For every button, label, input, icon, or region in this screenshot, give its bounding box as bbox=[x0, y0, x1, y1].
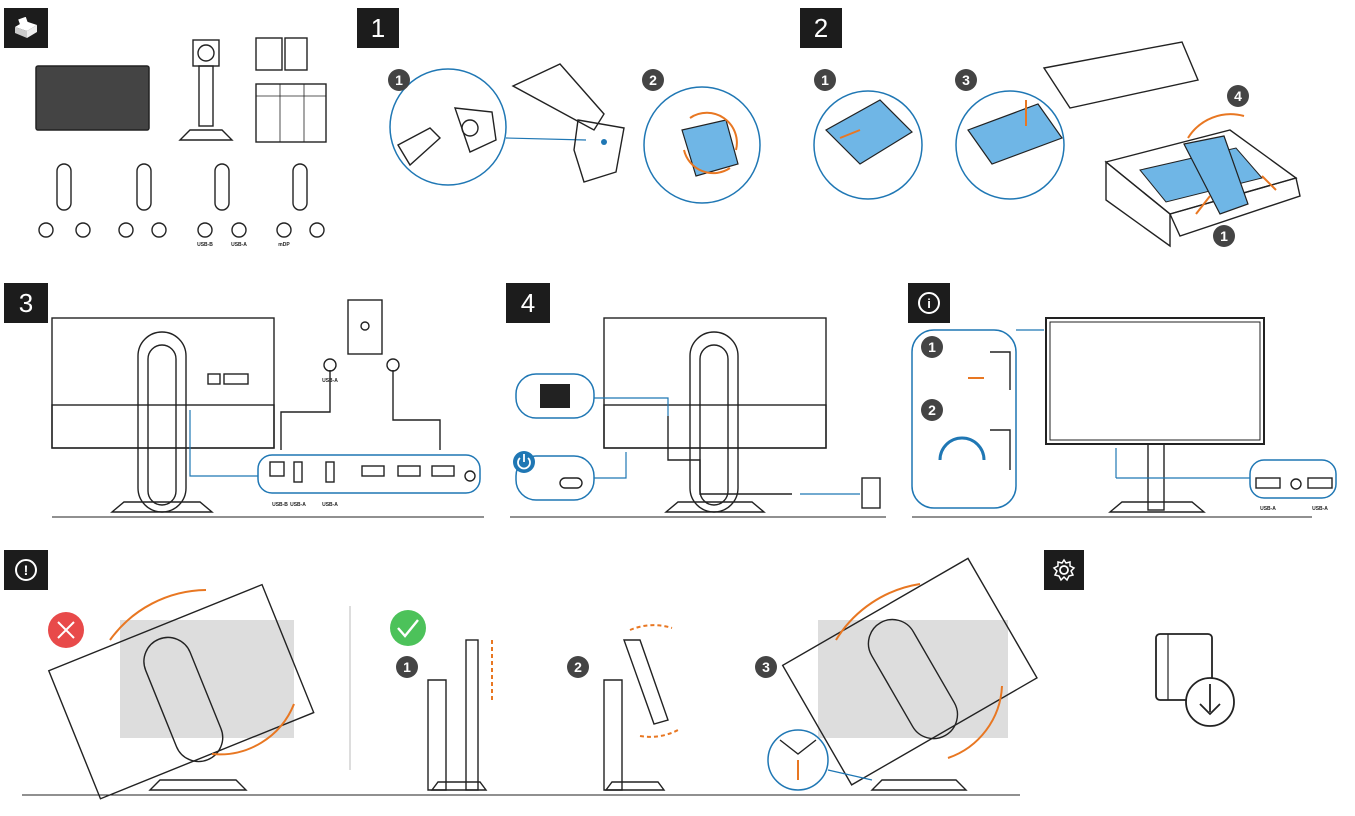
svg-text:2: 2 bbox=[574, 659, 582, 675]
callout-4b: 4 bbox=[1227, 85, 1249, 107]
step-4-badge: 4 bbox=[506, 283, 550, 323]
svg-text:4: 4 bbox=[1234, 88, 1242, 104]
info-badge: i bbox=[908, 283, 950, 323]
port-usb-a2-label: USB-A bbox=[322, 502, 338, 508]
mdp-cable-illustration: mDP bbox=[276, 163, 325, 248]
cable-mdp-label: mDP bbox=[278, 242, 290, 248]
right-usb-a1-label: USB-A bbox=[1260, 506, 1276, 512]
step-1-badge: 1 bbox=[357, 8, 399, 48]
step-2-panel bbox=[813, 41, 1301, 248]
cable-usb-b-label: USB-B bbox=[197, 242, 213, 248]
callout-3b: 3 bbox=[955, 69, 977, 91]
callout-2d: 2 bbox=[567, 656, 589, 678]
callout-3d: 3 bbox=[755, 656, 777, 678]
step-1-panel bbox=[389, 63, 761, 204]
step-3-badge: 3 bbox=[4, 283, 48, 323]
check-icon bbox=[390, 610, 426, 646]
stand-illustration bbox=[178, 39, 234, 141]
step-2-badge: 2 bbox=[800, 8, 842, 48]
callout-1d: 1 bbox=[396, 656, 418, 678]
callout-2a: 2 bbox=[642, 69, 664, 91]
svg-text:1: 1 bbox=[395, 72, 403, 88]
gear-icon bbox=[1052, 558, 1076, 582]
port-usb-b-label: USB-B bbox=[272, 502, 288, 508]
port-usb-a-label: USB-A bbox=[290, 502, 306, 508]
svg-text:1: 1 bbox=[928, 339, 936, 355]
step-3-panel: USB-A USB-B USB-A USB-A bbox=[51, 299, 484, 518]
box-contents-badge bbox=[4, 8, 48, 48]
documents-illustration bbox=[255, 37, 327, 143]
manual-download-icon bbox=[1155, 633, 1235, 727]
svg-text:1: 1 bbox=[821, 72, 829, 88]
settings-badge bbox=[1044, 550, 1084, 590]
warning-badge: ! bbox=[4, 550, 48, 590]
svg-text:1: 1 bbox=[1220, 228, 1228, 244]
power-cable-illustration bbox=[38, 163, 91, 238]
callout-1b: 1 bbox=[1213, 225, 1235, 247]
dp-cable-illustration bbox=[118, 163, 167, 238]
callout-1c: 1 bbox=[921, 336, 943, 358]
svg-text:!: ! bbox=[24, 562, 29, 578]
info-icon: i bbox=[918, 292, 940, 314]
svg-text:3: 3 bbox=[762, 659, 770, 675]
usb-cable-illustration: USB-B USB-A bbox=[197, 163, 247, 248]
right-usb-a2-label: USB-A bbox=[1312, 506, 1328, 512]
svg-text:2: 2 bbox=[649, 72, 657, 88]
box-contents-icon bbox=[15, 17, 37, 38]
warning-icon: ! bbox=[15, 559, 37, 581]
svg-text:2: 2 bbox=[928, 402, 936, 418]
info-panel: USB-A USB-A bbox=[911, 317, 1337, 518]
pc-usb-a-label: USB-A bbox=[322, 378, 338, 384]
svg-text:i: i bbox=[927, 296, 931, 311]
step-4-panel bbox=[510, 317, 886, 518]
callout-2c: 2 bbox=[921, 399, 943, 421]
box-contents-panel: USB-B USB-A mDP bbox=[35, 37, 327, 248]
callout-2b: 1 bbox=[814, 69, 836, 91]
warning-panel bbox=[22, 557, 1038, 800]
callout-1a: 1 bbox=[388, 69, 410, 91]
monitor-panel-flat bbox=[35, 65, 150, 131]
svg-text:1: 1 bbox=[403, 659, 411, 675]
svg-text:3: 3 bbox=[962, 72, 970, 88]
cable-usb-a-label: USB-A bbox=[231, 242, 247, 248]
